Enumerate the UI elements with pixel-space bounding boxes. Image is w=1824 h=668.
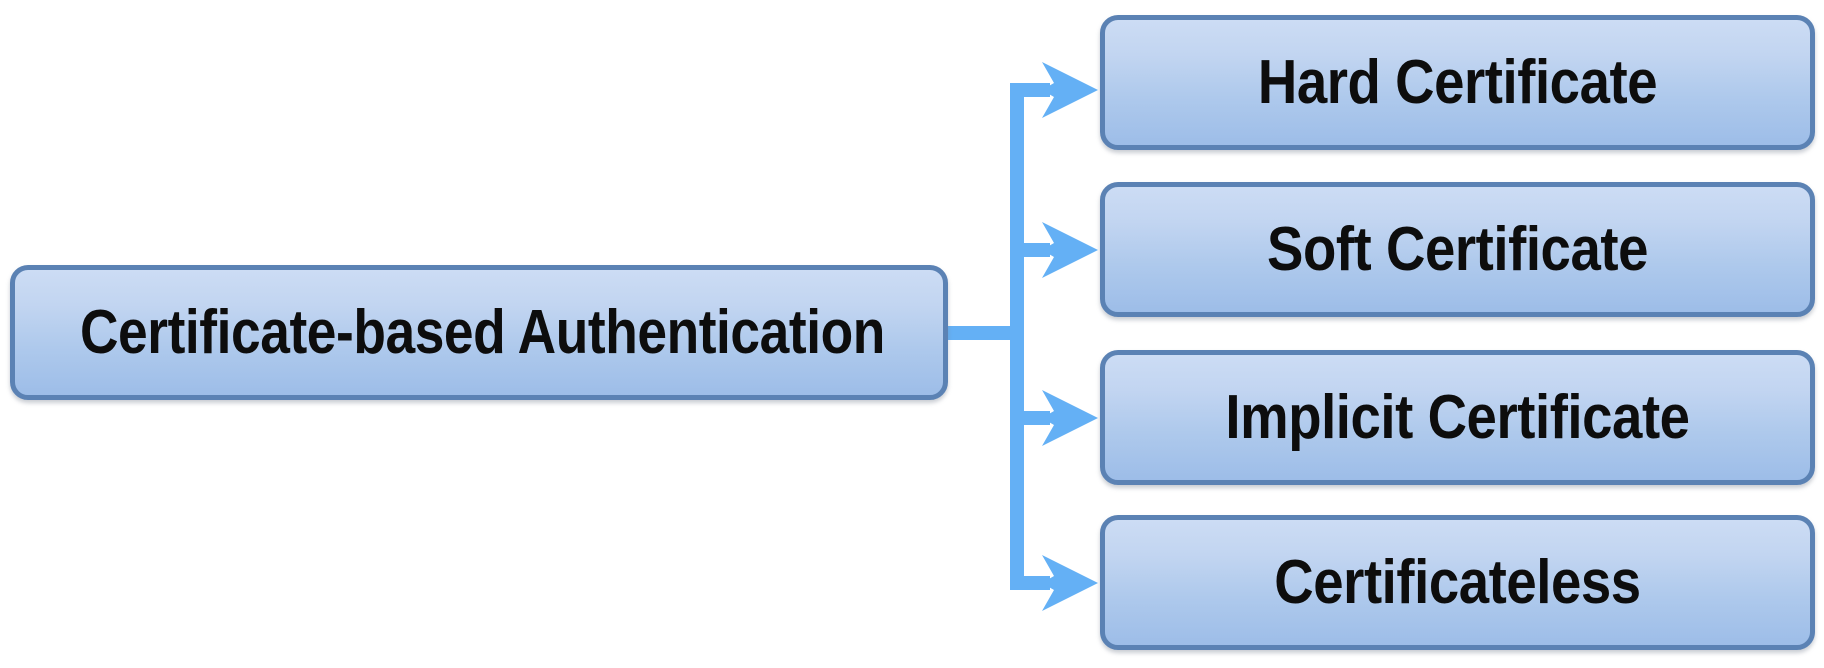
node-hard-certificate[interactable]: Hard Certificate	[1100, 15, 1815, 150]
arrowhead-icon-1	[1042, 222, 1098, 278]
connector-root-stem	[944, 326, 1021, 340]
node-certificateless-label: Certificateless	[1274, 547, 1641, 617]
node-soft-certificate[interactable]: Soft Certificate	[1100, 182, 1815, 317]
connector-branch-3	[1010, 576, 1050, 590]
node-implicit-certificate-label: Implicit Certificate	[1225, 382, 1690, 452]
connector-branch-1	[1010, 243, 1050, 257]
node-certificateless[interactable]: Certificateless	[1100, 515, 1815, 650]
node-hard-certificate-label: Hard Certificate	[1257, 47, 1658, 117]
connector-branch-2	[1010, 411, 1050, 425]
node-root[interactable]: Certificate-based Authentication	[10, 265, 948, 400]
arrowhead-icon-3	[1042, 555, 1098, 611]
node-implicit-certificate[interactable]: Implicit Certificate	[1100, 350, 1815, 485]
connector-branch-0	[1010, 83, 1050, 97]
arrowhead-icon-0	[1042, 62, 1098, 118]
node-soft-certificate-label: Soft Certificate	[1266, 214, 1649, 284]
node-root-label: Certificate-based Authentication	[79, 297, 885, 367]
arrowhead-icon-2	[1042, 390, 1098, 446]
connector-trunk	[1010, 83, 1024, 583]
